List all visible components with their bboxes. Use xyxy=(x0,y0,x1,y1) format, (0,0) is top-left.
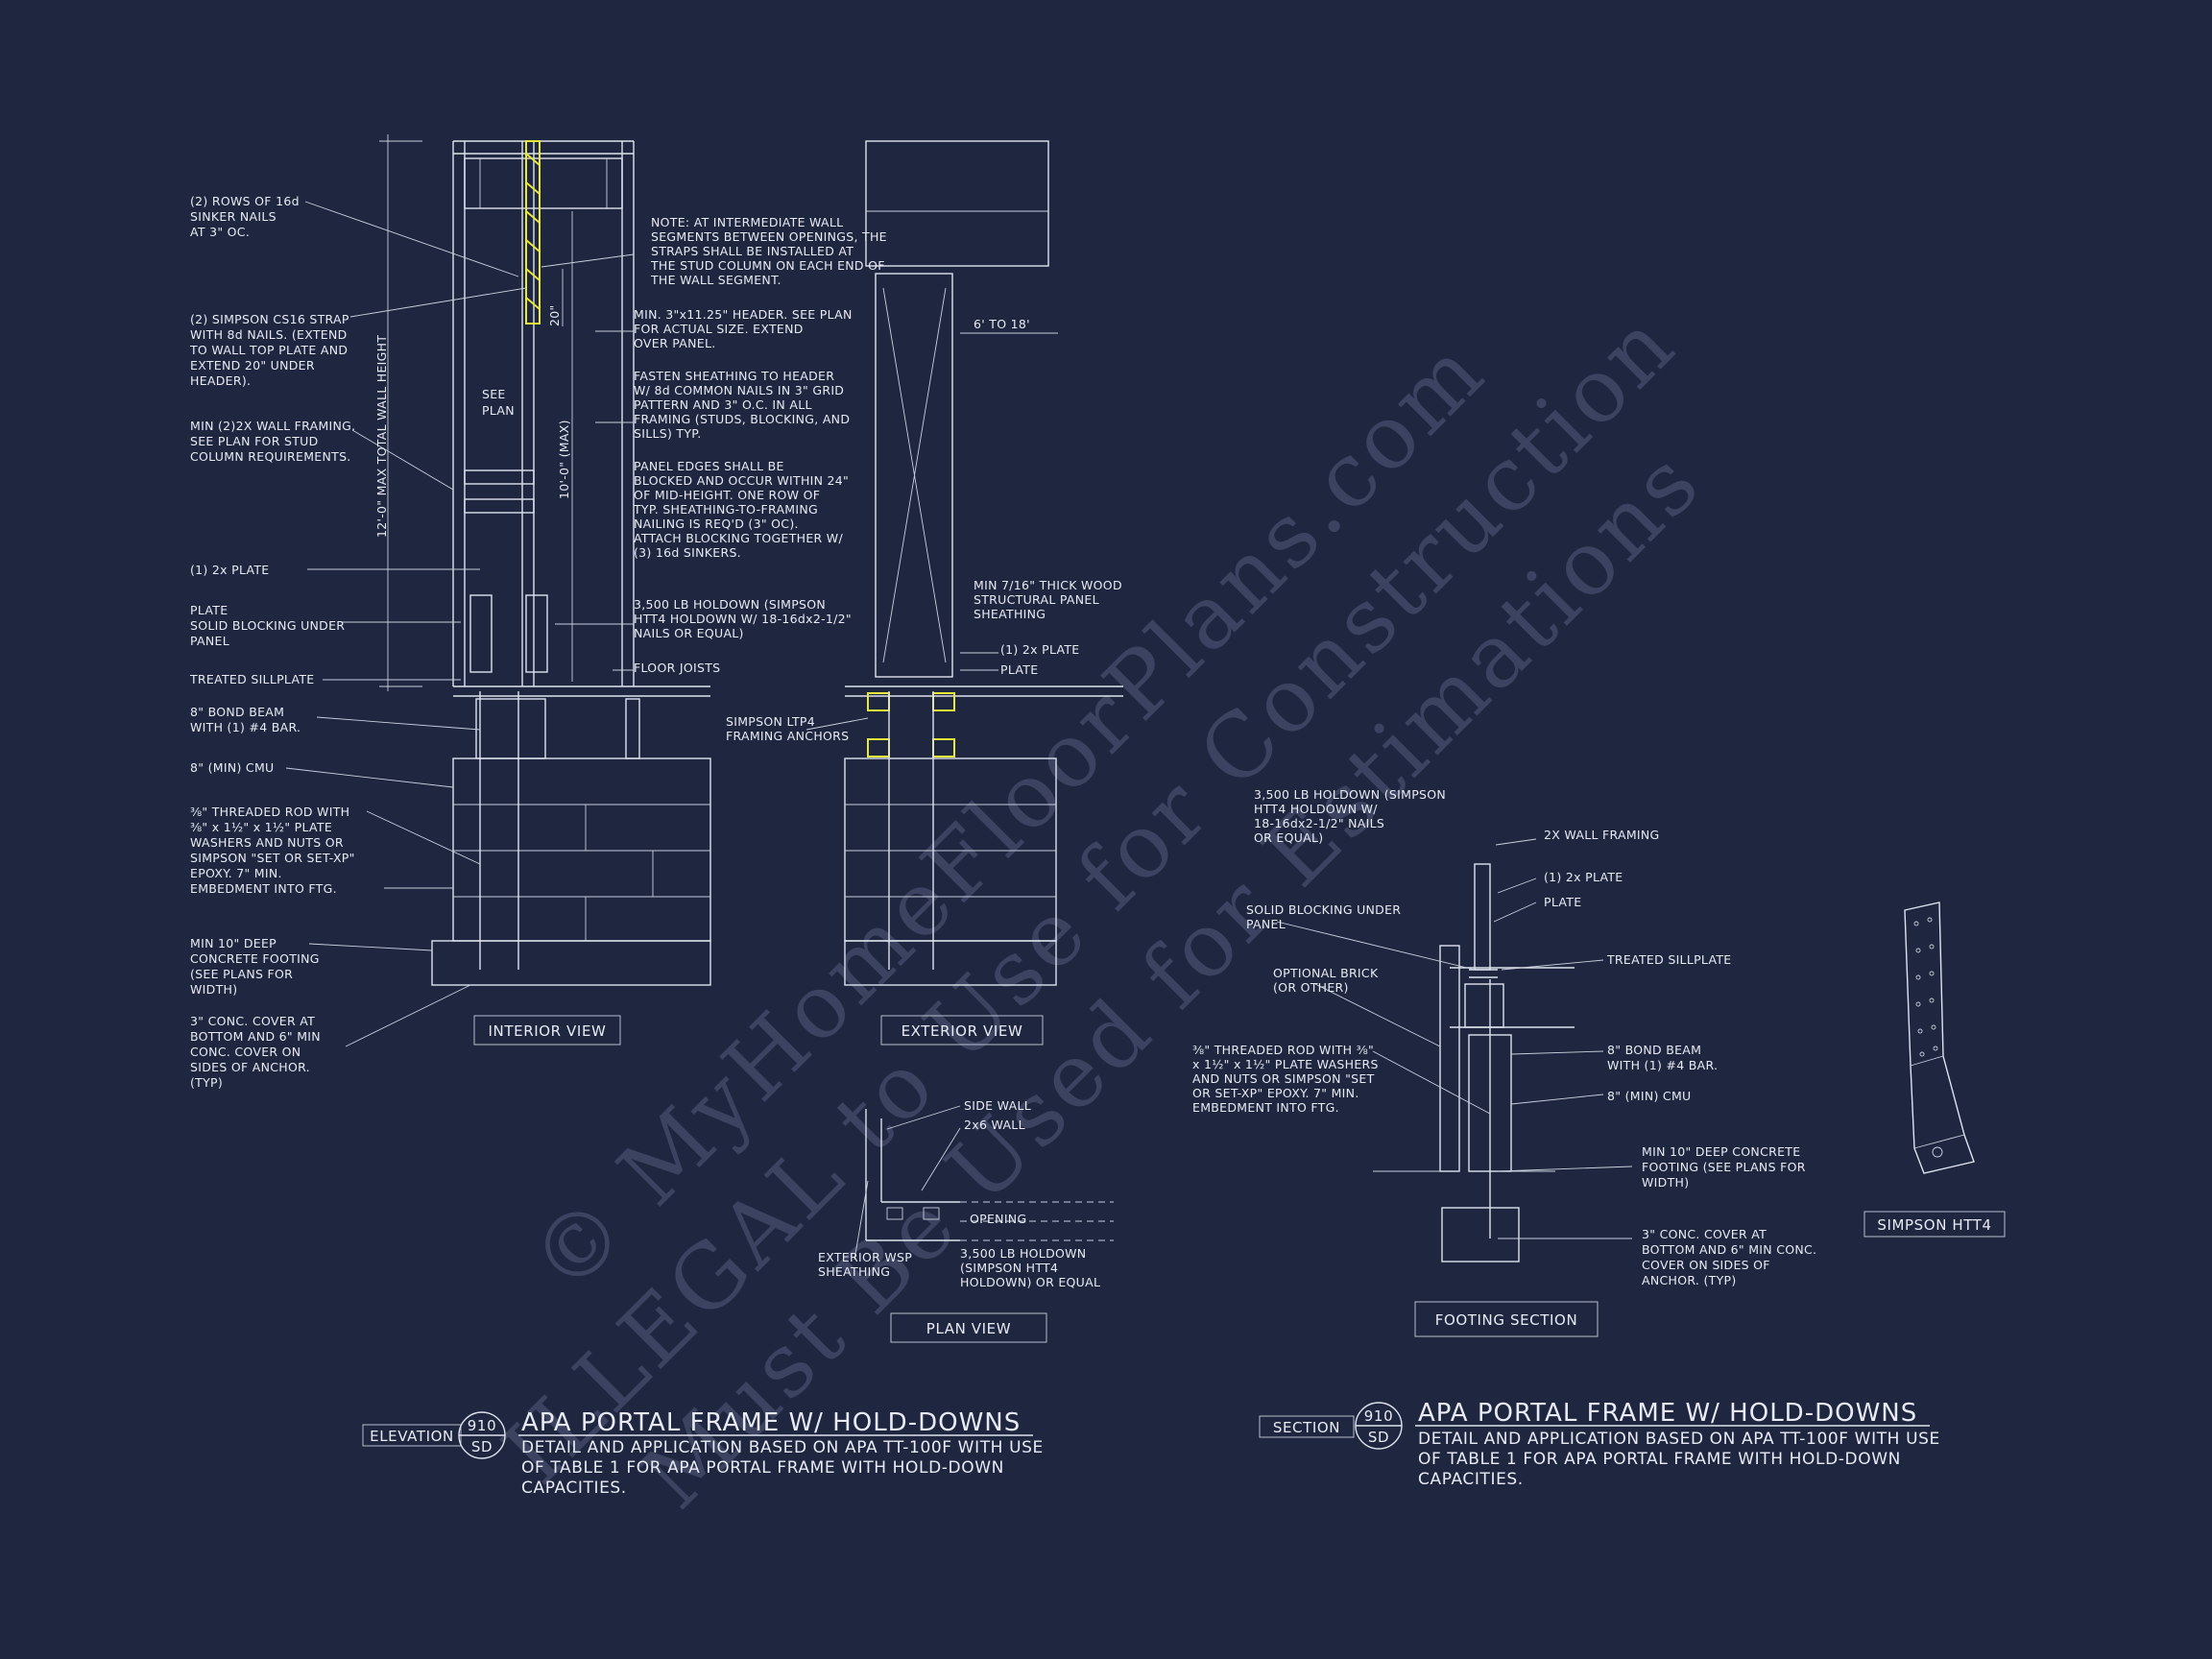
plan-label-0: SIDE WALL xyxy=(964,1098,1031,1113)
interior-label-5: TREATED SILLPLATE xyxy=(189,672,314,686)
simpson-htt4-hardware-drawing xyxy=(1904,902,1975,1174)
footing-label-6: OPTIONAL BRICK(OR OTHER) xyxy=(1273,966,1379,995)
plan-label-2: OPENING xyxy=(970,1212,1026,1226)
simpson-htt4-label: SIMPSON HTT4 xyxy=(1877,1216,1991,1234)
plan-view-box xyxy=(890,1312,1047,1343)
interior-label-3: (1) 2x PLATE xyxy=(190,563,270,577)
exterior-view-drawing xyxy=(805,140,1123,986)
title-right-title: APA PORTAL FRAME W/ HOLD-DOWNS xyxy=(1418,1399,1917,1428)
simpson-htt4-box xyxy=(1863,1211,2006,1238)
interior-max-height-dim: 10'-0" (MAX) xyxy=(557,420,571,499)
exterior-view-box xyxy=(880,1015,1044,1046)
title-right-desc: DETAIL AND APPLICATION BASED ON APA TT-1… xyxy=(1418,1430,1940,1489)
footing-label-7: ⅜" THREADED ROD WITH ⅜"x 1½" x 1½" PLATE… xyxy=(1192,1043,1379,1115)
title-left-num: 910 xyxy=(468,1417,496,1434)
interior-label-7: 8" (MIN) CMU xyxy=(190,760,275,775)
interior-label-2: MIN (2)2X WALL FRAMING.SEE PLAN FOR STUD… xyxy=(190,419,355,464)
title-left-tag: ELEVATION xyxy=(370,1428,454,1445)
plan-view-label: PLAN VIEW xyxy=(926,1320,1011,1337)
interior-plan-label: PLAN xyxy=(482,403,515,418)
interior-view-box xyxy=(473,1015,621,1046)
interior-view-label: INTERIOR VIEW xyxy=(489,1022,607,1040)
title-right-tag: SECTION xyxy=(1273,1419,1340,1436)
title-left-desc: DETAIL AND APPLICATION BASED ON APA TT-1… xyxy=(521,1438,1044,1498)
interior-note-5: FLOOR JOISTS xyxy=(634,661,720,675)
exterior-label-3: PLATE xyxy=(1000,662,1038,677)
footing-label-3: PLATE xyxy=(1544,895,1581,909)
exterior-label-0: 6' TO 18' xyxy=(974,317,1030,331)
exterior-view-label: EXTERIOR VIEW xyxy=(902,1022,1023,1040)
title-left-sheet: SD xyxy=(471,1438,493,1455)
footing-section-box xyxy=(1414,1301,1599,1337)
interior-total-height-dim: 12'-0" MAX TOTAL WALL HEIGHT xyxy=(374,335,389,538)
footing-label-5: TREATED SILLPLATE xyxy=(1606,952,1731,967)
footing-label-1: 2X WALL FRAMING xyxy=(1544,828,1660,842)
title-right-sheet: SD xyxy=(1368,1429,1389,1446)
plan-view-drawing xyxy=(854,1105,1114,1261)
exterior-label-2: (1) 2x PLATE xyxy=(1000,642,1080,657)
title-block-right: SECTION 910 SD APA PORTAL FRAME W/ HOLD-… xyxy=(1259,1399,1940,1489)
footing-section-drawing xyxy=(1276,838,1633,1262)
interior-view-drawing xyxy=(285,134,711,1047)
footing-section-label: FOOTING SECTION xyxy=(1435,1311,1578,1329)
title-left-title: APA PORTAL FRAME W/ HOLD-DOWNS xyxy=(521,1408,1021,1437)
interior-see-label: SEE xyxy=(482,387,506,401)
plan-label-1: 2x6 WALL xyxy=(964,1118,1025,1132)
title-right-num: 910 xyxy=(1364,1407,1393,1425)
footing-label-9: 8" (MIN) CMU xyxy=(1607,1089,1692,1103)
footing-label-2: (1) 2x PLATE xyxy=(1544,870,1623,884)
title-block-left: ELEVATION 910 SD APA PORTAL FRAME W/ HOL… xyxy=(362,1408,1044,1498)
interior-strap-dim: 20" xyxy=(547,304,562,326)
